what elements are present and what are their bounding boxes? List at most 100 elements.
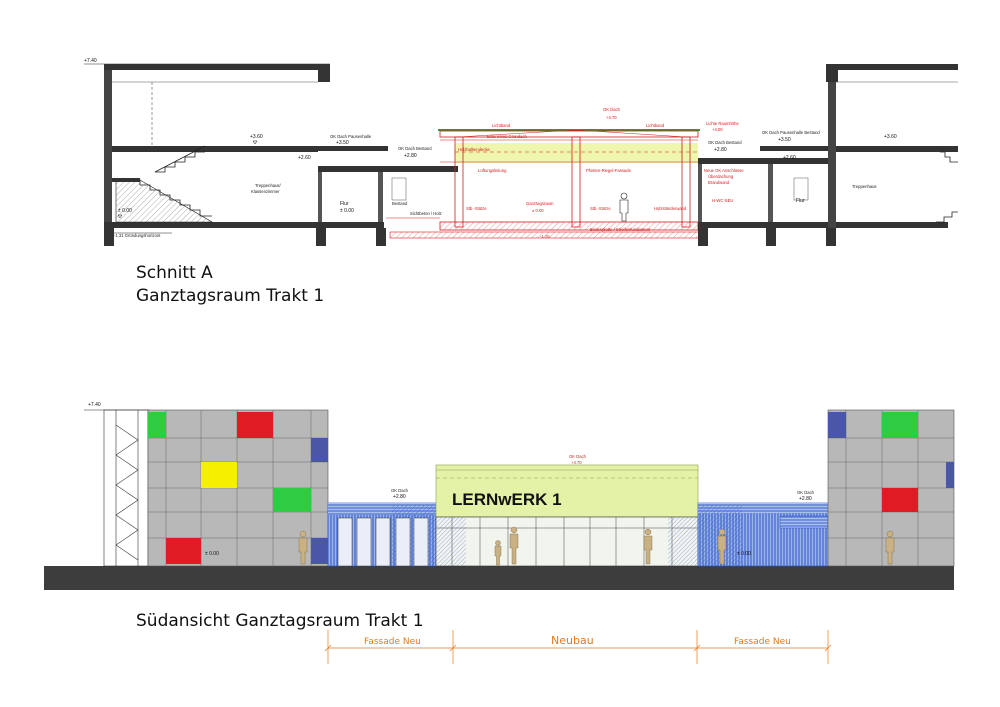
glass-mullions xyxy=(436,517,698,566)
elev-roof-right-label: OK Dach xyxy=(797,490,815,495)
roof-brace xyxy=(457,129,577,138)
new-building-glass xyxy=(435,516,699,567)
footing xyxy=(104,228,114,246)
person-figure-icon xyxy=(619,192,629,222)
section-title-2: Ganztagsraum Trakt 1 xyxy=(136,286,324,306)
room-wc: H-WC NEU xyxy=(712,198,733,203)
person-figure-icon xyxy=(885,530,895,565)
right-low-block-fascia xyxy=(698,503,828,513)
roof-exist-left-label: OK Dach Bestand xyxy=(398,146,432,151)
level-upper-right: +3.60 xyxy=(884,134,897,140)
right-ground-slab xyxy=(698,222,948,228)
level-foundation: -1.31 Gründungshorizont xyxy=(114,233,161,238)
note-sohle: Bodenplatte / Streifenfundament xyxy=(590,227,651,232)
elev-roof-right-val: +2.80 xyxy=(799,496,812,502)
panel-blue xyxy=(828,412,846,438)
right-partition xyxy=(698,164,702,222)
door-right xyxy=(793,177,809,201)
roof-hall-right-label: OK Dach Pausenhalle Bestand xyxy=(762,130,820,135)
elev-roof-new-label: OK Dach xyxy=(569,454,587,459)
note-bestand: Bestand xyxy=(392,201,408,206)
new-floor-slab xyxy=(439,221,699,231)
note-holz-decke: Holzbalkendecke xyxy=(458,147,491,152)
note-lichtband-r: Lichtband xyxy=(646,123,665,128)
upper-stairs xyxy=(155,151,205,173)
dim-center: Neubau xyxy=(551,634,594,647)
left-upper-slab xyxy=(112,146,318,152)
left-ground-slab xyxy=(104,222,384,228)
room-flur-right: Flur xyxy=(796,198,805,204)
roof-exist-right-label: OK Dach Bestand xyxy=(708,140,742,145)
elev-roof-left-val: +2.80 xyxy=(393,494,406,500)
south-elevation: +7.40 ± 0.00 xyxy=(44,402,955,664)
level-mid-left: +2.60 xyxy=(298,155,311,161)
level-floor-left: ± 0.00 xyxy=(118,208,132,214)
elev-roof-new-val: +4.70 xyxy=(571,460,582,465)
left-low-windows xyxy=(337,517,429,567)
panel-green xyxy=(882,412,918,438)
right-roof-slab xyxy=(828,64,958,70)
left-hall-roof xyxy=(318,146,388,151)
panel-red xyxy=(882,488,918,512)
level-below-new: -1.15 xyxy=(540,234,550,239)
roof-exist-left-val: +2.80 xyxy=(404,153,417,159)
section-title-1: Schnitt A xyxy=(136,263,213,283)
note-oberlicht: Lichtband xyxy=(492,123,511,128)
section-a: +7.40 Treppenhaus/ Klassenzimmer +3.60 ±… xyxy=(84,58,958,306)
room-stair-right: Treppenhaus xyxy=(852,184,877,189)
upper-stair-stringer xyxy=(154,145,206,173)
note-holzstaender: Holzständerwand xyxy=(654,206,687,211)
clear-height-label: Lichte Raumhöhe xyxy=(706,121,739,126)
note-ueber: Überdachung xyxy=(708,174,734,179)
level-upper-left: +3.60 xyxy=(250,134,263,140)
elev-floor-right: ± 0.00 xyxy=(737,551,751,557)
person-figure-icon xyxy=(509,526,519,565)
footing xyxy=(698,228,708,246)
roof-exist-right-val: +2.80 xyxy=(714,147,727,153)
note-faser: Sichtbeton / Holz xyxy=(410,211,442,216)
right-stairs-lower xyxy=(936,211,958,223)
note-lueftung: Lüftungsleitung xyxy=(478,168,507,173)
note-neu-dach: Neue OK Anschlüsse xyxy=(704,168,744,173)
note-gruendach: Extensives Gründach xyxy=(487,134,527,139)
panel-yellow xyxy=(201,462,237,488)
person-figure-icon xyxy=(494,540,502,566)
right-parapet xyxy=(826,64,838,82)
clear-height-val: +4.00 xyxy=(712,127,723,132)
door-left xyxy=(391,177,407,201)
panel-blue xyxy=(311,538,328,564)
left-outer-wall xyxy=(104,68,112,228)
right-stairs xyxy=(940,151,958,163)
right-partition-2 xyxy=(768,164,773,222)
left-parapet xyxy=(318,64,330,82)
roof-structure-fill xyxy=(455,143,698,163)
roof-hall-left-label: OK Dach Pausenhalle xyxy=(330,134,372,139)
panel-green xyxy=(273,488,311,512)
right-exist-roof xyxy=(698,158,828,164)
dim-left: Fassade Neu xyxy=(364,637,421,647)
person-figure-icon xyxy=(717,528,727,565)
left-roof-slab xyxy=(104,64,330,70)
footing xyxy=(766,228,776,246)
room-stair-left-2: Klassenzimmer xyxy=(251,189,280,194)
elev-level-top: +7.40 xyxy=(88,402,101,408)
ground-strip xyxy=(44,566,954,590)
note-brandwand: Brandwand xyxy=(708,180,730,185)
room-flur-left: Flur xyxy=(340,201,349,207)
left-exist-roof xyxy=(318,166,458,172)
note-glasfassade: Pfosten-Riegel-Fassade xyxy=(586,168,632,173)
roof-new-val: +4.70 xyxy=(606,115,617,120)
escape-stair xyxy=(115,410,139,566)
person-figure-icon xyxy=(643,528,653,565)
note-stuetze-l: Stb.-Stütze xyxy=(466,206,487,211)
dimension-lines xyxy=(324,630,832,664)
stair-mass xyxy=(115,179,214,223)
panel-blue xyxy=(311,438,328,462)
glass-hatch xyxy=(436,517,466,566)
panel-red xyxy=(237,412,273,438)
left-partition xyxy=(318,172,322,222)
panel-red xyxy=(166,538,201,564)
right-hall-roof xyxy=(760,146,830,151)
level-floor-new: ± 0.00 xyxy=(532,208,544,213)
